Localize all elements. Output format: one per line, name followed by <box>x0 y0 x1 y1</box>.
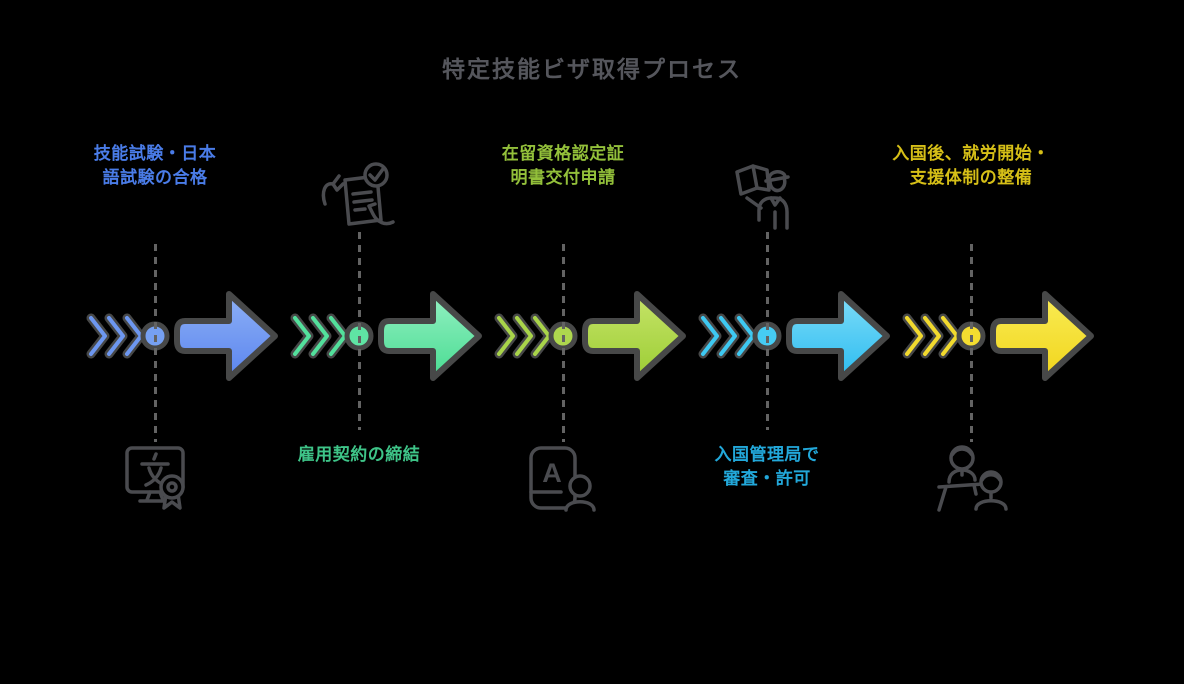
step-label-line: 明書交付申請 <box>510 168 616 187</box>
step-label-line: 語試験の合格 <box>102 168 208 187</box>
step-1-arrow-motif <box>86 291 278 381</box>
dashed-connector <box>765 232 769 430</box>
step-label-line: 在留資格認定証 <box>501 144 625 163</box>
immigration-officer-passport-icon <box>735 164 790 230</box>
page-title: 特定技能ビザ取得プロセス <box>442 56 742 82</box>
step-3-arrow-motif <box>494 291 686 381</box>
card-letter: A <box>542 458 562 488</box>
step-2-label: 雇用契約の締結 <box>257 443 461 467</box>
step-4-label: 入国管理局で 審査・許可 <box>665 443 869 491</box>
step-1-label: 技能試験・日本 語試験の合格 <box>53 142 257 190</box>
step-1: 技能試験・日本 語試験の合格 <box>53 0 278 684</box>
dashed-connector <box>153 244 157 442</box>
step-4: 入国管理局で 審査・許可 <box>665 0 890 684</box>
contract-document-check-icon <box>321 162 395 226</box>
step-label-line: 雇用契約の締結 <box>297 445 421 464</box>
step-3: 在留資格認定証 明書交付申請 A <box>461 0 686 684</box>
dashed-connector <box>357 232 361 430</box>
step-label-line: 技能試験・日本 <box>93 144 217 163</box>
arrow-right-icon <box>582 291 686 381</box>
step-label-line: 入国管理局で <box>714 445 820 464</box>
chevron-triple-icon <box>290 313 350 359</box>
step-3-label: 在留資格認定証 明書交付申請 <box>461 142 665 190</box>
step-4-arrow-motif <box>698 291 890 381</box>
residence-card-icon: A <box>529 446 596 512</box>
arrow-right-icon <box>990 291 1094 381</box>
arrow-right-icon <box>786 291 890 381</box>
dashed-connector <box>969 244 973 442</box>
chevron-triple-icon <box>86 313 146 359</box>
chevron-triple-icon <box>698 313 758 359</box>
support-people-icon <box>937 445 1008 512</box>
chevron-triple-icon <box>902 313 962 359</box>
step-5-arrow-motif <box>902 291 1094 381</box>
step-label-line: 審査・許可 <box>723 469 811 488</box>
arrow-right-icon <box>378 291 482 381</box>
chevron-triple-icon <box>494 313 554 359</box>
step-2-arrow-motif <box>290 291 482 381</box>
step-5-label: 入国後、就労開始・ 支援体制の整備 <box>869 142 1073 190</box>
step-2: 雇用契約の締結 <box>257 0 482 684</box>
step-label-line: 支援体制の整備 <box>909 168 1033 187</box>
language-test-certificate-icon <box>125 446 185 510</box>
step-5: 入国後、就労開始・ 支援体制の整備 <box>869 0 1094 684</box>
step-label-line: 入国後、就労開始・ <box>892 144 1050 163</box>
arrow-right-icon <box>174 291 278 381</box>
dashed-connector <box>561 244 565 442</box>
